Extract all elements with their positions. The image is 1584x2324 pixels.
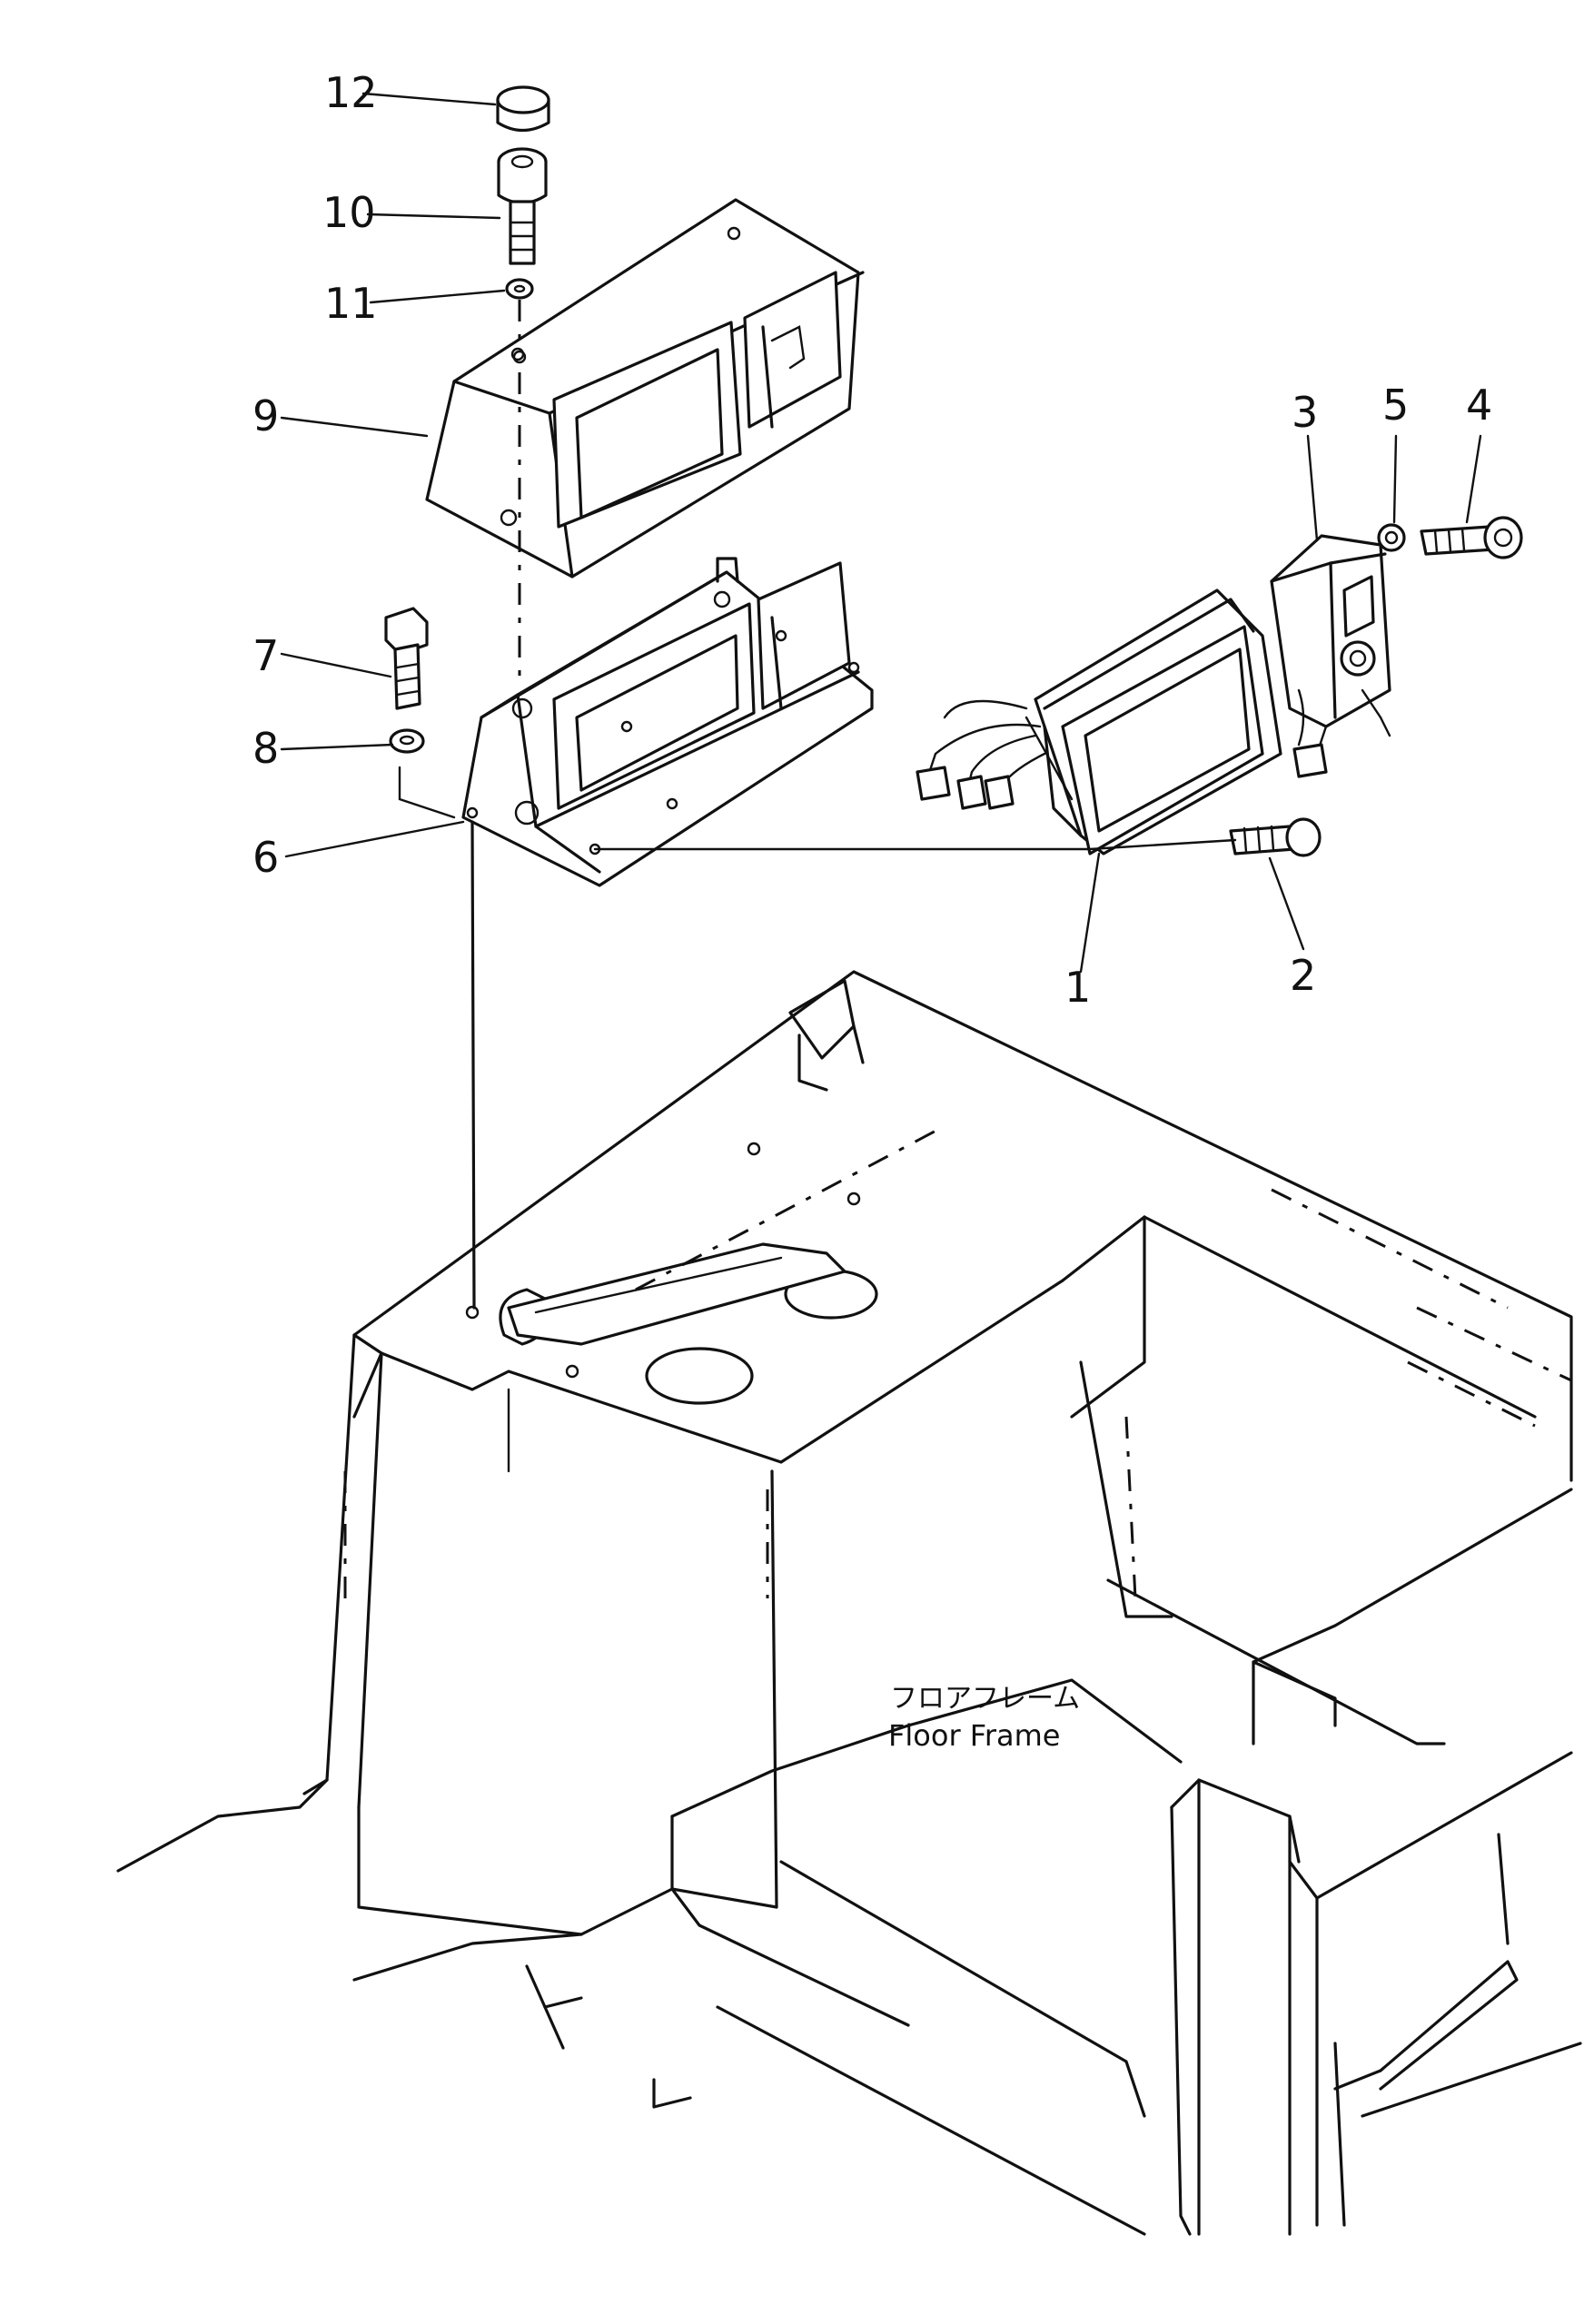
part-5-washer <box>1377 523 1406 552</box>
part-9-cover <box>425 198 865 579</box>
floor-frame-caption: フロアフレーム Floor Frame <box>888 1683 1080 1753</box>
callout-7: 7 <box>252 631 279 680</box>
callout-3: 3 <box>1292 388 1318 437</box>
callout-9: 9 <box>252 391 279 440</box>
callout-4: 4 <box>1466 381 1492 430</box>
part-3-switch-box <box>1270 534 1391 778</box>
part-12-cap <box>496 85 550 133</box>
part-6-bracket <box>461 557 874 887</box>
callout-10: 10 <box>322 188 376 237</box>
floor-frame <box>116 970 1582 2236</box>
assembly-lines <box>398 300 1237 1310</box>
part-7-bolt <box>384 607 429 710</box>
callout-1: 1 <box>1064 963 1091 1012</box>
part-2-screw <box>1229 817 1322 857</box>
callout-12: 12 <box>324 68 378 117</box>
callout-labels: 12 10 11 9 7 8 6 1 2 3 5 4 <box>252 68 1492 1012</box>
floor-frame-label-japanese: フロアフレーム <box>890 1683 1080 1715</box>
callout-5: 5 <box>1382 381 1409 430</box>
part-4-bolt <box>1420 516 1523 559</box>
callout-6: 6 <box>252 833 279 882</box>
leader-lines <box>280 92 1482 974</box>
callout-11: 11 <box>324 279 378 328</box>
part-1-monitor <box>916 588 1282 855</box>
callout-2: 2 <box>1290 951 1316 1000</box>
part-8-washer <box>389 728 425 754</box>
part-11-washer <box>505 278 534 300</box>
floor-frame-label-english: Floor Frame <box>888 1718 1060 1753</box>
part-10-bolt <box>497 147 548 265</box>
callout-8: 8 <box>252 724 279 773</box>
